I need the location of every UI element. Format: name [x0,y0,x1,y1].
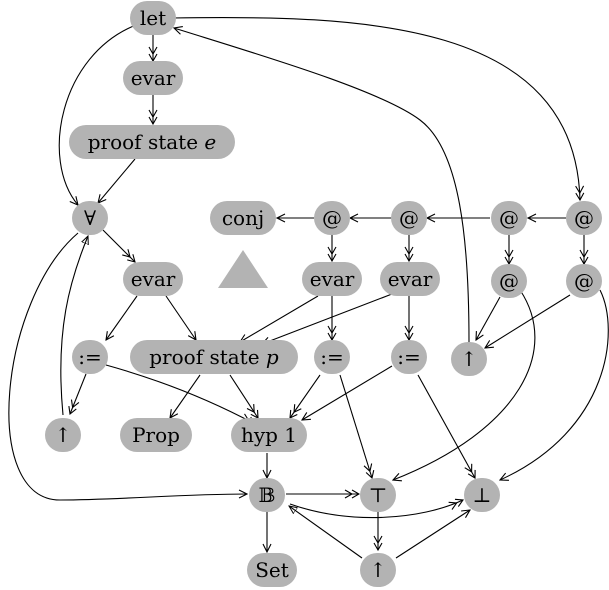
edge-at4sub-bot [500,289,609,480]
node-evar-b: evar [380,262,440,296]
node-prop: Prop [120,418,192,452]
edge-upright-let [174,28,470,343]
node-at-3-sub: @ [491,264,527,298]
node-let: let [130,1,176,35]
proof-state-e-variable: e [204,130,217,154]
edge-upleft-forall [60,236,88,416]
node-forall: ∀ [72,201,108,235]
node-up-right: ↑ [451,342,487,376]
proof-state-p-variable: p [265,345,279,369]
node-proof-state-e: proof state e [69,125,235,159]
node-proof-state-p: proof state p [130,340,298,374]
node-conj: conj [210,201,276,235]
node-hyp-1: hyp 1 [231,418,307,452]
node-at-1: @ [314,201,350,235]
node-evar-a: evar [302,262,362,296]
edge-assigna-hyp1 [290,374,321,418]
edge-upbottom-bot [395,510,470,559]
node-bool: 𝔹 [249,478,285,512]
node-assign-b: := [391,340,427,374]
node-top: ⊤ [360,478,396,512]
edge-at3sub-top [393,289,536,480]
proof-state-e-label: proof state [87,130,199,154]
subterm-triangle [218,250,268,288]
edge-at3sub-upright [476,296,501,340]
node-at-4: @ [566,201,602,235]
node-at-2: @ [391,201,427,235]
node-assign-a: := [314,340,350,374]
node-up-left: ↑ [45,418,81,452]
edge-evarmid-assignleft [106,295,138,340]
edge-evarb-proofstatep [262,293,393,344]
edge-assignb-bot [417,374,475,478]
edge-assigna-top [339,374,372,478]
edge-at4sub-upright [485,294,571,348]
edge-assignb-hyp1 [302,365,393,420]
edge-forall-evarmid [102,229,135,262]
edge-evara-proofstatep [240,295,319,342]
edge-proofstatep-hyp1 [229,374,258,418]
node-bot: ⊥ [464,478,500,512]
node-assign-left: := [72,340,108,374]
edge-assignleft-hyp1 [105,364,255,424]
edge-upbottom-bool [289,506,363,559]
node-up-bottom: ↑ [360,553,396,587]
node-evar-mid: evar [123,262,183,296]
edge-let-forall [58,24,137,205]
edge-bool-bot [289,500,463,519]
node-set: Set [247,553,297,587]
node-at-3: @ [491,201,527,235]
edge-proofstate-e-forall [98,158,136,203]
edge-let-at4 [171,16,580,200]
edge-evarmid-proofstatep [165,295,196,340]
edge-assignleft-upleft [70,373,87,414]
node-evar-top: evar [123,61,183,95]
edge-forall-bool [8,232,247,501]
node-at-4-sub: @ [566,264,602,298]
proof-state-p-label: proof state [149,345,260,369]
edge-proofstatep-prop [170,374,201,418]
